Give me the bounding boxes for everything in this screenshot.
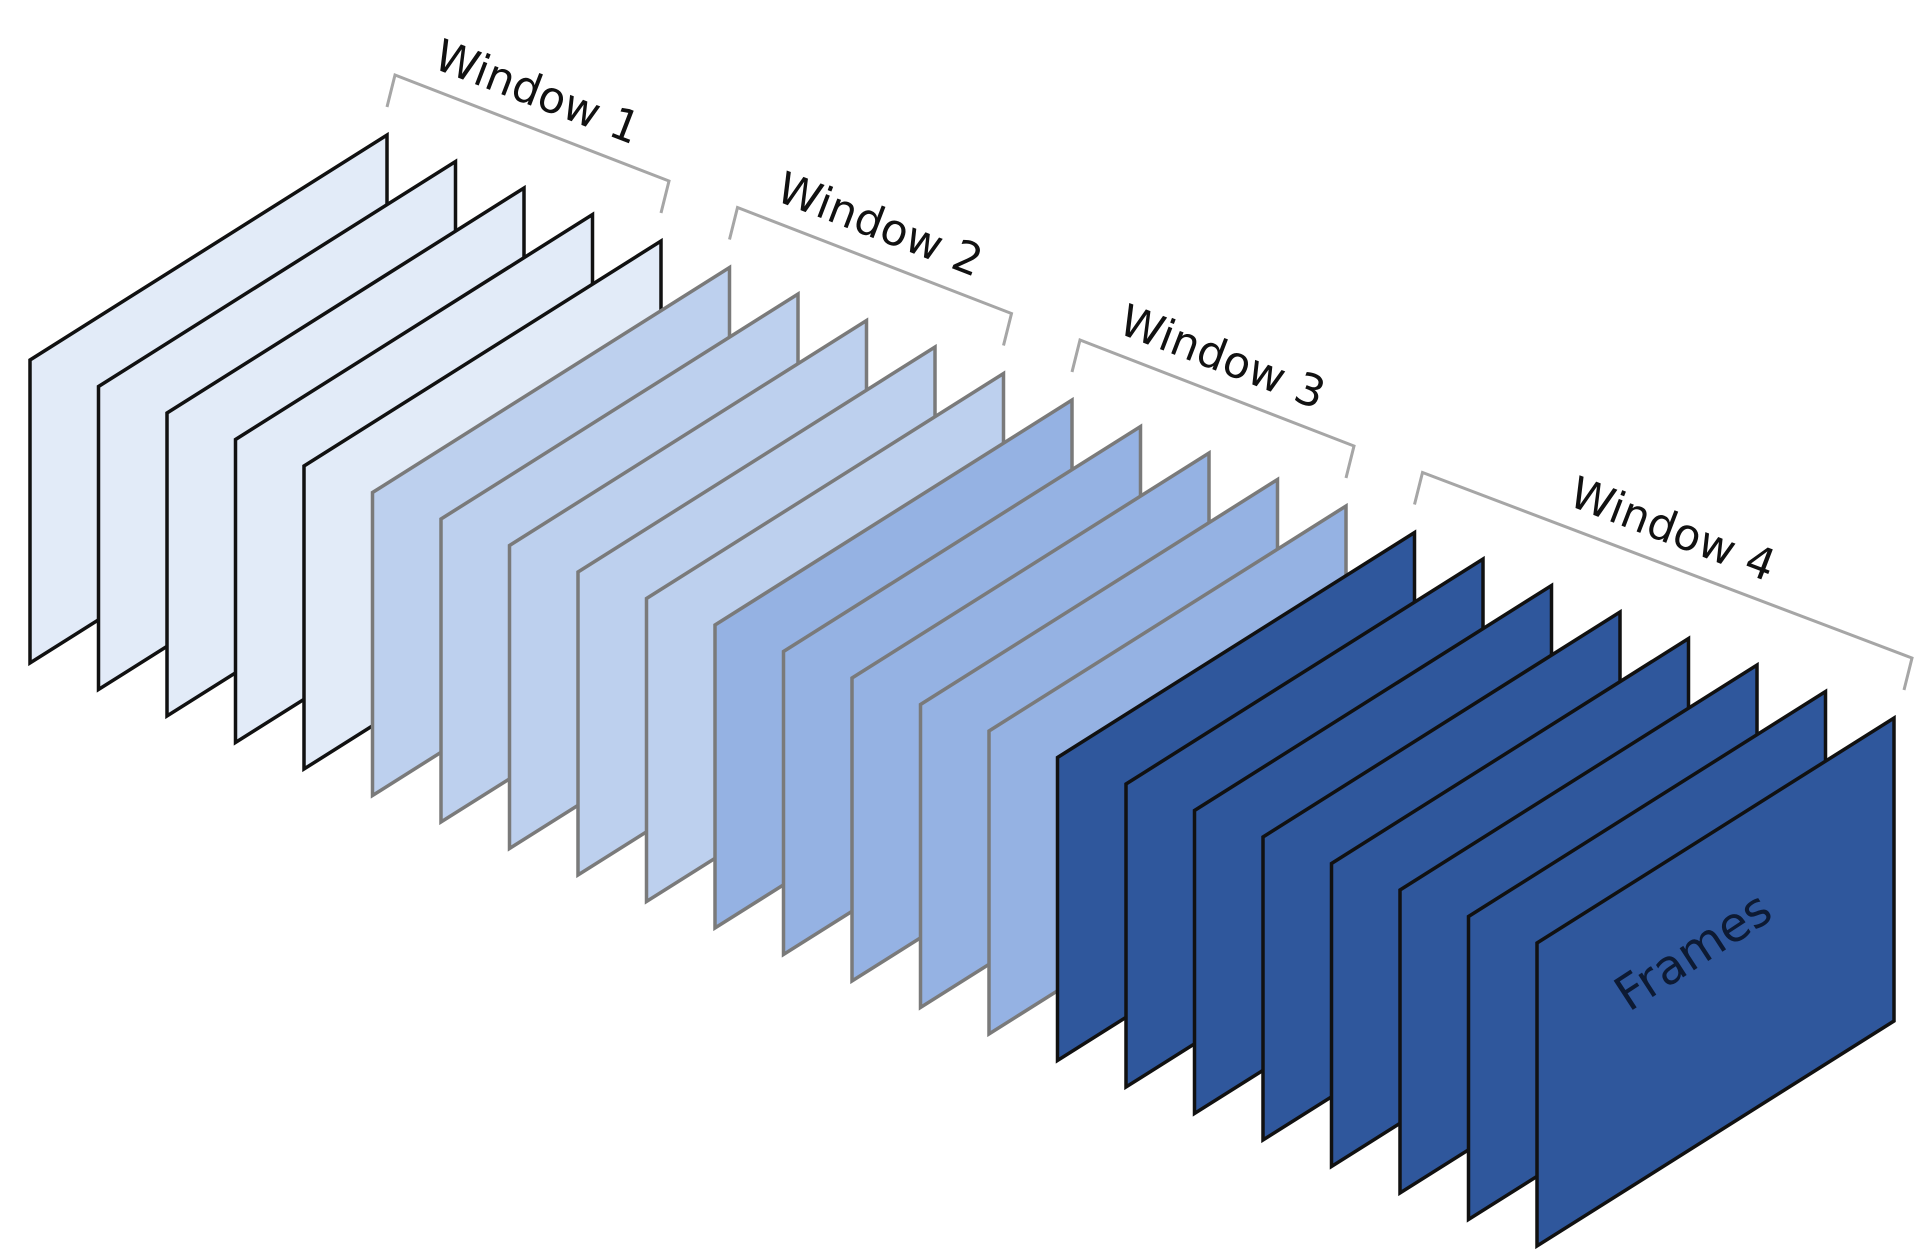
window-4-bracket <box>1413 470 1914 691</box>
window-1-label: Window 1 <box>427 30 646 155</box>
frames-stack <box>28 131 1896 1250</box>
window-4-label: Window 4 <box>1563 467 1782 592</box>
window-brackets <box>385 72 1914 691</box>
window-2-label: Window 2 <box>770 163 989 288</box>
window-2-bracket <box>728 205 1014 346</box>
window-3-label: Window 3 <box>1112 295 1331 420</box>
frame-window-4 <box>1535 714 1896 1250</box>
window-3-bracket <box>1070 337 1356 479</box>
window-1-bracket <box>385 72 671 214</box>
